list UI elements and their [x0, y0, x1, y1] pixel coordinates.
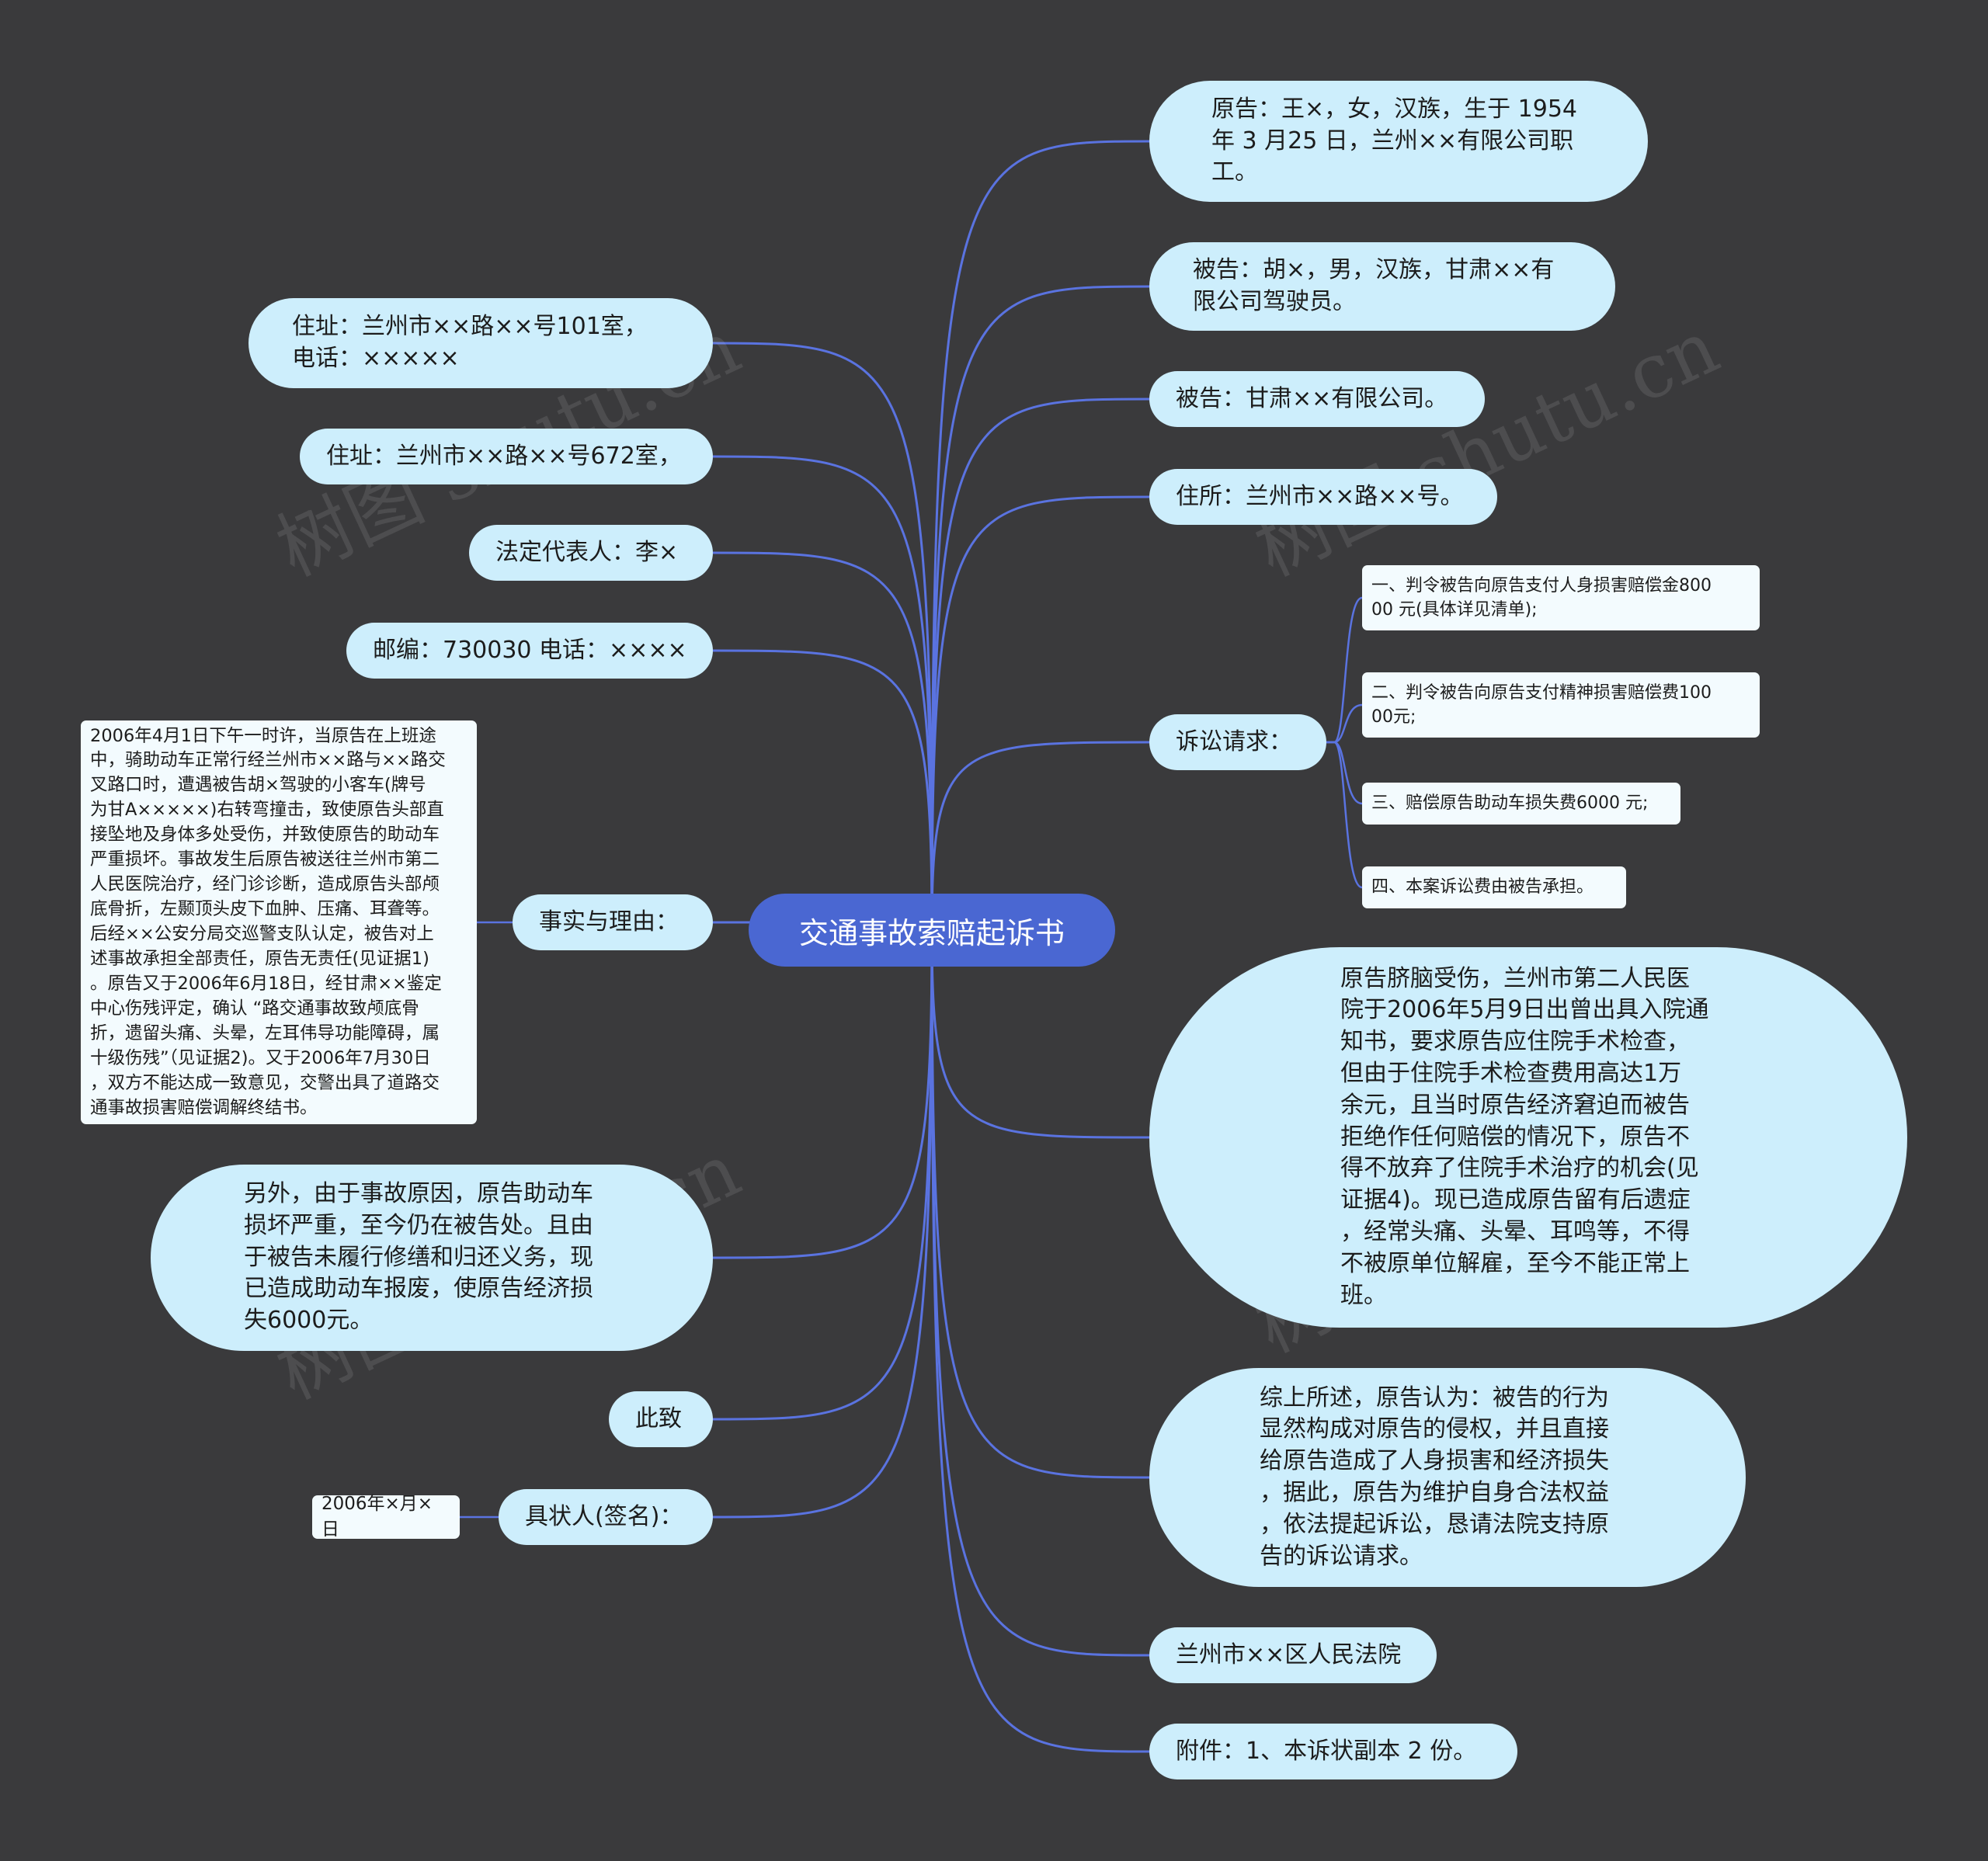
connector-line: [1326, 741, 1363, 889]
connector-line: [712, 455, 933, 931]
injury-text: 原告脐脑受伤，兰州市第二人民医 院于2006年5月9日出曾出具入院通 知书，要求…: [1340, 964, 1709, 1309]
legal-rep-node[interactable]: 法定代表人：李×: [469, 525, 713, 581]
connector-line: [930, 929, 1150, 1479]
claim-item-1[interactable]: 一、判令被告向原告支付人身损害赔偿金800 00 元(具体详见清单);: [1362, 565, 1760, 630]
postcode-node[interactable]: 邮编：730030 电话：××××: [346, 623, 713, 679]
connector-line: [1326, 596, 1363, 744]
connector-line: [930, 929, 1150, 1657]
claim-item-2[interactable]: 二、判令被告向原告支付精神损害赔偿费100 00元;: [1362, 672, 1760, 738]
connector-line: [930, 285, 1150, 931]
connector-line: [712, 551, 933, 931]
claims-node[interactable]: 诉讼请求：: [1149, 714, 1326, 770]
connector-line: [712, 929, 933, 1421]
defendant-company-node[interactable]: 被告：甘肃××有限公司。: [1149, 371, 1485, 427]
claim-item-3[interactable]: 三、赔偿原告助动车损失费6000 元;: [1362, 783, 1680, 825]
connector-line: [930, 929, 1150, 1139]
plaintiff-text: 原告：王×，女，汉族，生于 1954 年 3 月25 日，兰州××有限公司职 工…: [1211, 95, 1578, 186]
connector-line: [712, 649, 933, 931]
facts-node[interactable]: 事实与理由：: [513, 894, 713, 950]
root-topic[interactable]: 交通事故索赔起诉书: [749, 894, 1115, 967]
conclusion-text: 综上所述，原告认为：被告的行为 显然构成对原告的侵权，并且直接 给原告造成了人身…: [1260, 1384, 1609, 1570]
vehicle-text: 另外，由于事故原因，原告助动车 损坏严重，至今仍在被告处。且由 于被告未履行修缮…: [244, 1180, 593, 1335]
defendant-driver-text: 被告：胡×，男，汉族，甘肃××有 限公司驾驶员。: [1193, 256, 1555, 315]
defendant-driver-node[interactable]: 被告：胡×，男，汉族，甘肃××有 限公司驾驶员。: [1149, 242, 1615, 331]
address-101-node[interactable]: 住址：兰州市××路××号101室， 电话：×××××: [248, 298, 713, 388]
signer-node[interactable]: 具状人(签名)：: [499, 1489, 713, 1545]
connector-line: [930, 140, 1150, 931]
plaintiff-node[interactable]: 原告：王×，女，汉族，生于 1954 年 3 月25 日，兰州××有限公司职 工…: [1149, 81, 1648, 202]
facts-detail-card[interactable]: 2006年4月1日下午一时许，当原告在上班途 中，骑助动车正常行经兰州市××路与…: [81, 720, 477, 1124]
conclusion-node[interactable]: 综上所述，原告认为：被告的行为 显然构成对原告的侵权，并且直接 给原告造成了人身…: [1149, 1368, 1746, 1587]
connector-line: [1326, 703, 1363, 744]
connector-line: [930, 929, 1150, 1753]
connector-line: [930, 495, 1150, 931]
connector-line: [712, 929, 933, 1519]
address-672-node[interactable]: 住址：兰州市××路××号672室，: [300, 429, 713, 484]
residence-node[interactable]: 住所：兰州市××路××号。: [1149, 469, 1497, 525]
connector-line: [930, 741, 1150, 931]
attachment-node[interactable]: 附件：1、本诉状副本 2 份。: [1149, 1724, 1517, 1779]
claim-item-4[interactable]: 四、本案诉讼费由被告承担。: [1362, 866, 1626, 908]
connector-line: [712, 929, 933, 1259]
injury-node[interactable]: 原告脐脑受伤，兰州市第二人民医 院于2006年5月9日出曾出具入院通 知书，要求…: [1149, 947, 1907, 1328]
connector-line: [712, 342, 933, 931]
court-node[interactable]: 兰州市××区人民法院: [1149, 1627, 1437, 1683]
signer-date-card[interactable]: 2006年×月×日: [312, 1494, 460, 1540]
connector-line: [930, 398, 1150, 931]
closing-node[interactable]: 此致: [609, 1391, 713, 1447]
address-101-text: 住址：兰州市××路××号101室， 电话：×××××: [292, 313, 648, 372]
vehicle-node[interactable]: 另外，由于事故原因，原告助动车 损坏严重，至今仍在被告处。且由 于被告未履行修缮…: [151, 1165, 713, 1351]
facts-detail-text: 2006年4月1日下午一时许，当原告在上班途 中，骑助动车正常行经兰州市××路与…: [90, 725, 446, 1118]
